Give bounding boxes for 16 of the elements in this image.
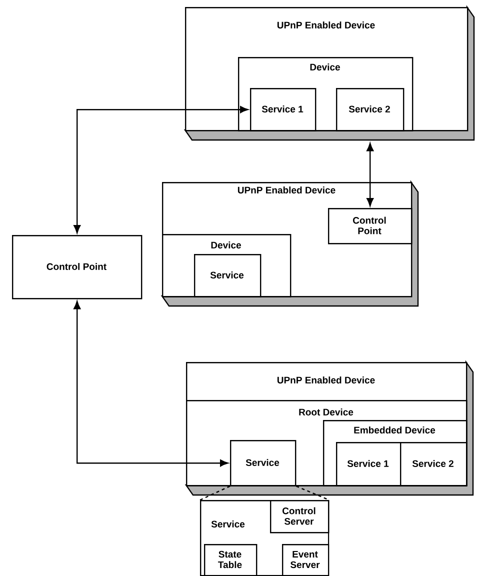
service-box: Service 1 [336, 442, 402, 486]
service-box: Service 2 [336, 88, 404, 132]
state-table-box: State Table [204, 544, 258, 576]
magnify-line [296, 486, 330, 501]
service-box: Service [194, 254, 262, 298]
arrow [74, 106, 248, 234]
arrow [366, 142, 374, 206]
service-box: Service 1 [250, 88, 316, 132]
control-point-box: Control Point [328, 208, 412, 244]
service-box: Service [230, 440, 296, 486]
control-server-box: Control Server [270, 500, 330, 534]
arrow [74, 300, 228, 467]
magnify-line [200, 486, 230, 501]
event-server-box: Event Server [282, 544, 330, 576]
service-box: Service 2 [400, 442, 468, 486]
control-point-box: Control Point [12, 235, 142, 300]
